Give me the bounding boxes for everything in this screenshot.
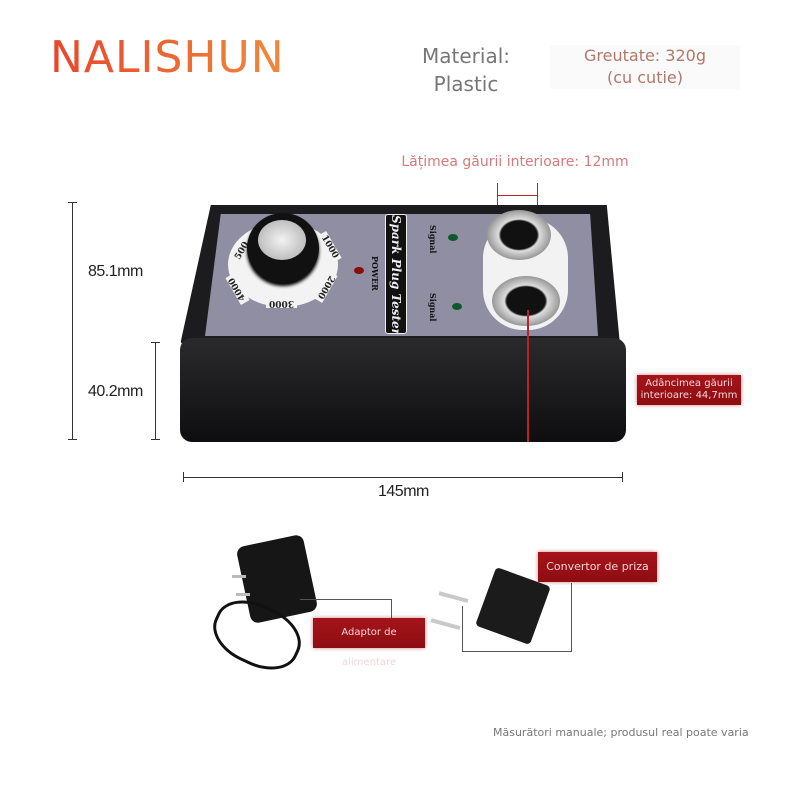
hole-width-line-right xyxy=(537,183,538,215)
converter-pin xyxy=(430,618,461,630)
footer-note: Măsurători manuale; produsul real poate … xyxy=(493,726,749,739)
signal-label-1: Signal xyxy=(428,225,438,254)
adapter-prong xyxy=(236,593,250,596)
weight-label: Greutate: 320g xyxy=(584,46,706,65)
signal-label-2: Signal xyxy=(428,293,438,322)
brand-logo: NALISHUN xyxy=(50,32,285,83)
tick xyxy=(183,472,184,482)
spark-plug-socket-1 xyxy=(487,210,551,260)
height-total-line xyxy=(72,202,73,440)
device-front xyxy=(180,338,626,442)
tick xyxy=(151,439,160,440)
tick xyxy=(151,342,160,343)
converter-connector-line xyxy=(571,583,572,652)
adapter-connector-line xyxy=(391,599,392,619)
tick xyxy=(68,202,77,203)
power-label: POWER xyxy=(370,256,380,291)
weight-note: (cu cutie) xyxy=(606,68,683,87)
adapter-connector-line xyxy=(300,599,392,600)
power-led xyxy=(354,267,364,274)
hole-depth-label: Adâncimea găurii interioare: 44,7mm xyxy=(637,375,741,405)
hole-width-line-left xyxy=(497,183,498,215)
spark-plug-socket-2 xyxy=(492,276,560,326)
tick xyxy=(622,472,623,482)
dial-3000: 3000 xyxy=(266,298,298,308)
height-total-label: 85.1mm xyxy=(88,263,143,280)
width-label: 145mm xyxy=(378,483,429,500)
converter-connector-line xyxy=(462,606,463,651)
knob-cap xyxy=(258,220,306,260)
converter-pin xyxy=(438,591,469,603)
adapter-label: Adaptor de alimentare xyxy=(313,618,425,668)
material-value: Plastic xyxy=(433,72,499,96)
hole-width-label: Lățimea găurii interioare: 12mm xyxy=(401,154,629,170)
tick xyxy=(68,439,77,440)
material-spec: Material: Plastic xyxy=(405,42,527,98)
weight-spec: Greutate: 320g (cu cutie) xyxy=(550,45,740,89)
hole-depth-line xyxy=(527,310,529,442)
signal-led-1 xyxy=(448,234,458,241)
height-body-label: 40.2mm xyxy=(88,383,143,400)
adapter-prong xyxy=(232,575,246,578)
material-label: Material: xyxy=(422,44,510,68)
converter-connector-line xyxy=(462,651,571,652)
converter-label: Convertor de priza xyxy=(538,552,657,582)
width-line xyxy=(183,477,623,478)
height-body-line xyxy=(155,342,156,440)
hole-width-line xyxy=(497,195,538,196)
device-name-plate: Spark Plug Tester xyxy=(385,214,407,334)
signal-led-2 xyxy=(452,303,462,310)
